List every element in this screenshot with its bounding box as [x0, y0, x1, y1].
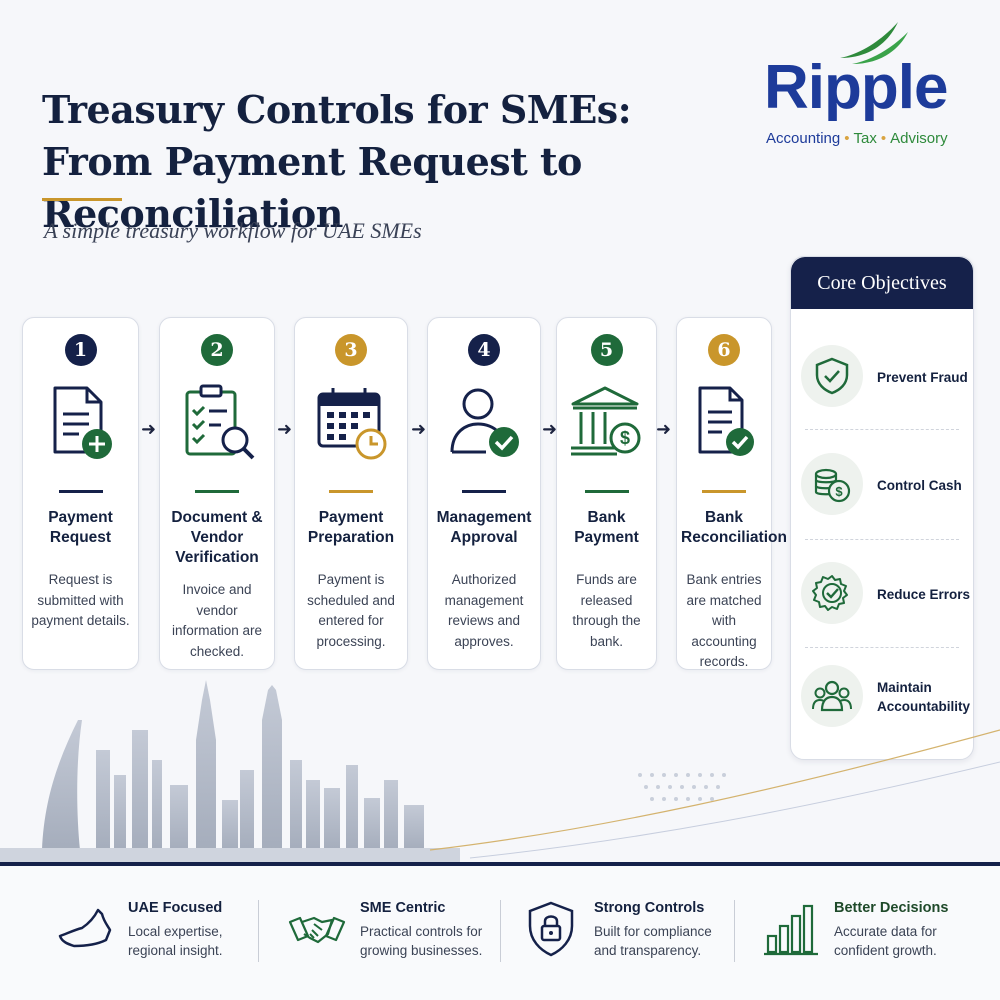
team-icon — [812, 680, 852, 712]
step-underline — [584, 490, 629, 493]
gear-check-icon — [812, 575, 848, 611]
bar-chart-icon — [764, 904, 818, 956]
divider — [258, 900, 259, 962]
dubai-skyline-illustration — [0, 680, 1000, 862]
arrow-icon: ➜ — [656, 419, 672, 439]
feature-description: Practical controls for growing businesse… — [360, 924, 483, 958]
objective-label: Reduce Errors — [877, 586, 971, 602]
objective-item: Prevent Fraud — [791, 323, 973, 431]
feature-title: UAE Focused — [128, 900, 223, 916]
logo-tagline: Accounting•Tax•Advisory — [766, 130, 948, 147]
objective-icon-circle — [801, 345, 863, 407]
step-underline — [329, 490, 373, 493]
feature-title: Strong Controls — [594, 900, 705, 916]
page-subtitle: A simple treasury workflow for UAE SMEs — [44, 218, 422, 243]
arrow-icon: ➜ — [411, 419, 427, 439]
swoosh-logo-icon — [840, 22, 908, 64]
step-underline — [195, 490, 239, 493]
document-plus-icon — [53, 386, 112, 459]
objective-icon-circle — [801, 665, 863, 727]
step-number: 3 — [335, 334, 367, 366]
step-number: 4 — [468, 334, 500, 366]
tag-sep: • — [844, 130, 850, 147]
bank-dollar-icon: $ — [570, 386, 640, 456]
svg-text:$: $ — [835, 484, 843, 499]
step-description: Payment is scheduled and entered for pro… — [307, 572, 395, 649]
divider — [805, 429, 959, 430]
step-title: Document & Vendor Verification — [171, 509, 263, 566]
logo-wordmark: Ripple — [764, 53, 948, 122]
objective-item: Reduce Errors — [791, 540, 973, 648]
step-title: Management Approval — [436, 509, 532, 546]
feature-uae-focused: UAE Focused Local expertise, regional in… — [56, 896, 256, 976]
step-number: 5 — [590, 334, 623, 366]
document-check-icon — [698, 386, 754, 456]
step-title: Payment Request — [48, 509, 113, 546]
tag-sep: • — [880, 130, 887, 147]
step-description: Funds are released through the bank. — [572, 572, 641, 649]
feature-strong-controls: Strong Controls Built for compliance and… — [522, 896, 732, 976]
step-number: 6 — [708, 334, 740, 366]
step-description: Request is submitted with payment detail… — [31, 572, 130, 628]
step-card-2: 2 Document & Vendor Verification Invoice… — [159, 317, 275, 670]
core-objectives-heading: Core Objectives — [791, 257, 973, 309]
step-description: Invoice and vendor information are check… — [171, 582, 263, 659]
feature-description: Local expertise, regional insight. — [128, 924, 223, 958]
tag-advisory: Advisory — [890, 130, 948, 147]
objective-label: Control Cash — [877, 477, 962, 493]
feature-title: Better Decisions — [834, 900, 949, 916]
step-number: 1 — [64, 334, 97, 366]
objective-icon-circle: $ — [801, 453, 863, 515]
divider — [805, 539, 959, 540]
step-number: 2 — [201, 334, 233, 366]
feature-better-decisions: Better Decisions Accurate data for confi… — [762, 896, 972, 976]
feature-title: SME Centric — [360, 900, 446, 916]
step-card-3: 3 Payment Preparation Payment is schedul… — [294, 317, 408, 670]
tag-accounting: Accounting — [766, 130, 841, 147]
uae-map-icon — [58, 908, 112, 948]
step-description: Bank entries are matched with accounting… — [686, 572, 762, 669]
core-objectives-panel: Core Objectives Prevent Fraud $ Control … — [790, 256, 974, 760]
divider — [734, 900, 735, 962]
divider — [500, 900, 501, 962]
page-title: Treasury Controls for SMEs: From Payment… — [42, 84, 862, 240]
step-card-4: 4 Management Approval Authorized managem… — [427, 317, 541, 670]
objective-icon-circle — [801, 562, 863, 624]
coins-dollar-icon: $ — [814, 468, 851, 503]
clipboard-search-icon — [185, 384, 255, 460]
arrow-icon: ➜ — [141, 419, 157, 439]
step-card-5: 5 $ Bank Payment Funds are released thro… — [556, 317, 657, 670]
user-check-icon — [450, 388, 519, 457]
feature-description: Accurate data for confident growth. — [834, 924, 937, 958]
step-title: Bank Reconciliation — [681, 509, 787, 546]
step-card-6: 6 Bank Reconciliation Bank entries are m… — [676, 317, 787, 670]
step-underline — [58, 490, 103, 493]
tag-tax: Tax — [853, 130, 877, 147]
footer-rule — [0, 862, 1000, 866]
title-underline — [42, 198, 122, 201]
step-description: Authorized management reviews and approv… — [444, 572, 524, 649]
arrow-icon: ➜ — [277, 419, 293, 439]
objective-item: Maintain Accountability — [791, 643, 973, 751]
shield-check-icon — [815, 357, 849, 395]
step-underline — [462, 490, 506, 493]
arrow-icon: ➜ — [542, 419, 558, 439]
objective-label: Prevent Fraud — [877, 369, 968, 385]
svg-text:$: $ — [619, 428, 629, 448]
handshake-icon — [288, 916, 346, 944]
step-title: Bank Payment — [574, 509, 639, 546]
divider — [805, 647, 959, 648]
feature-description: Built for compliance and transparency. — [594, 924, 712, 958]
title-line-1: Treasury Controls for SMEs: — [42, 87, 632, 132]
step-title: Payment Preparation — [307, 509, 395, 546]
step-underline — [702, 490, 746, 493]
objective-label: Maintain Accountability — [877, 680, 971, 714]
calendar-clock-icon — [317, 388, 387, 460]
lock-shield-icon — [528, 901, 574, 957]
objective-item: $ Control Cash — [791, 431, 973, 539]
feature-sme-centric: SME Centric Practical controls for growi… — [288, 896, 508, 976]
step-card-1: 1 Payment Request Request is submitted w… — [22, 317, 139, 670]
